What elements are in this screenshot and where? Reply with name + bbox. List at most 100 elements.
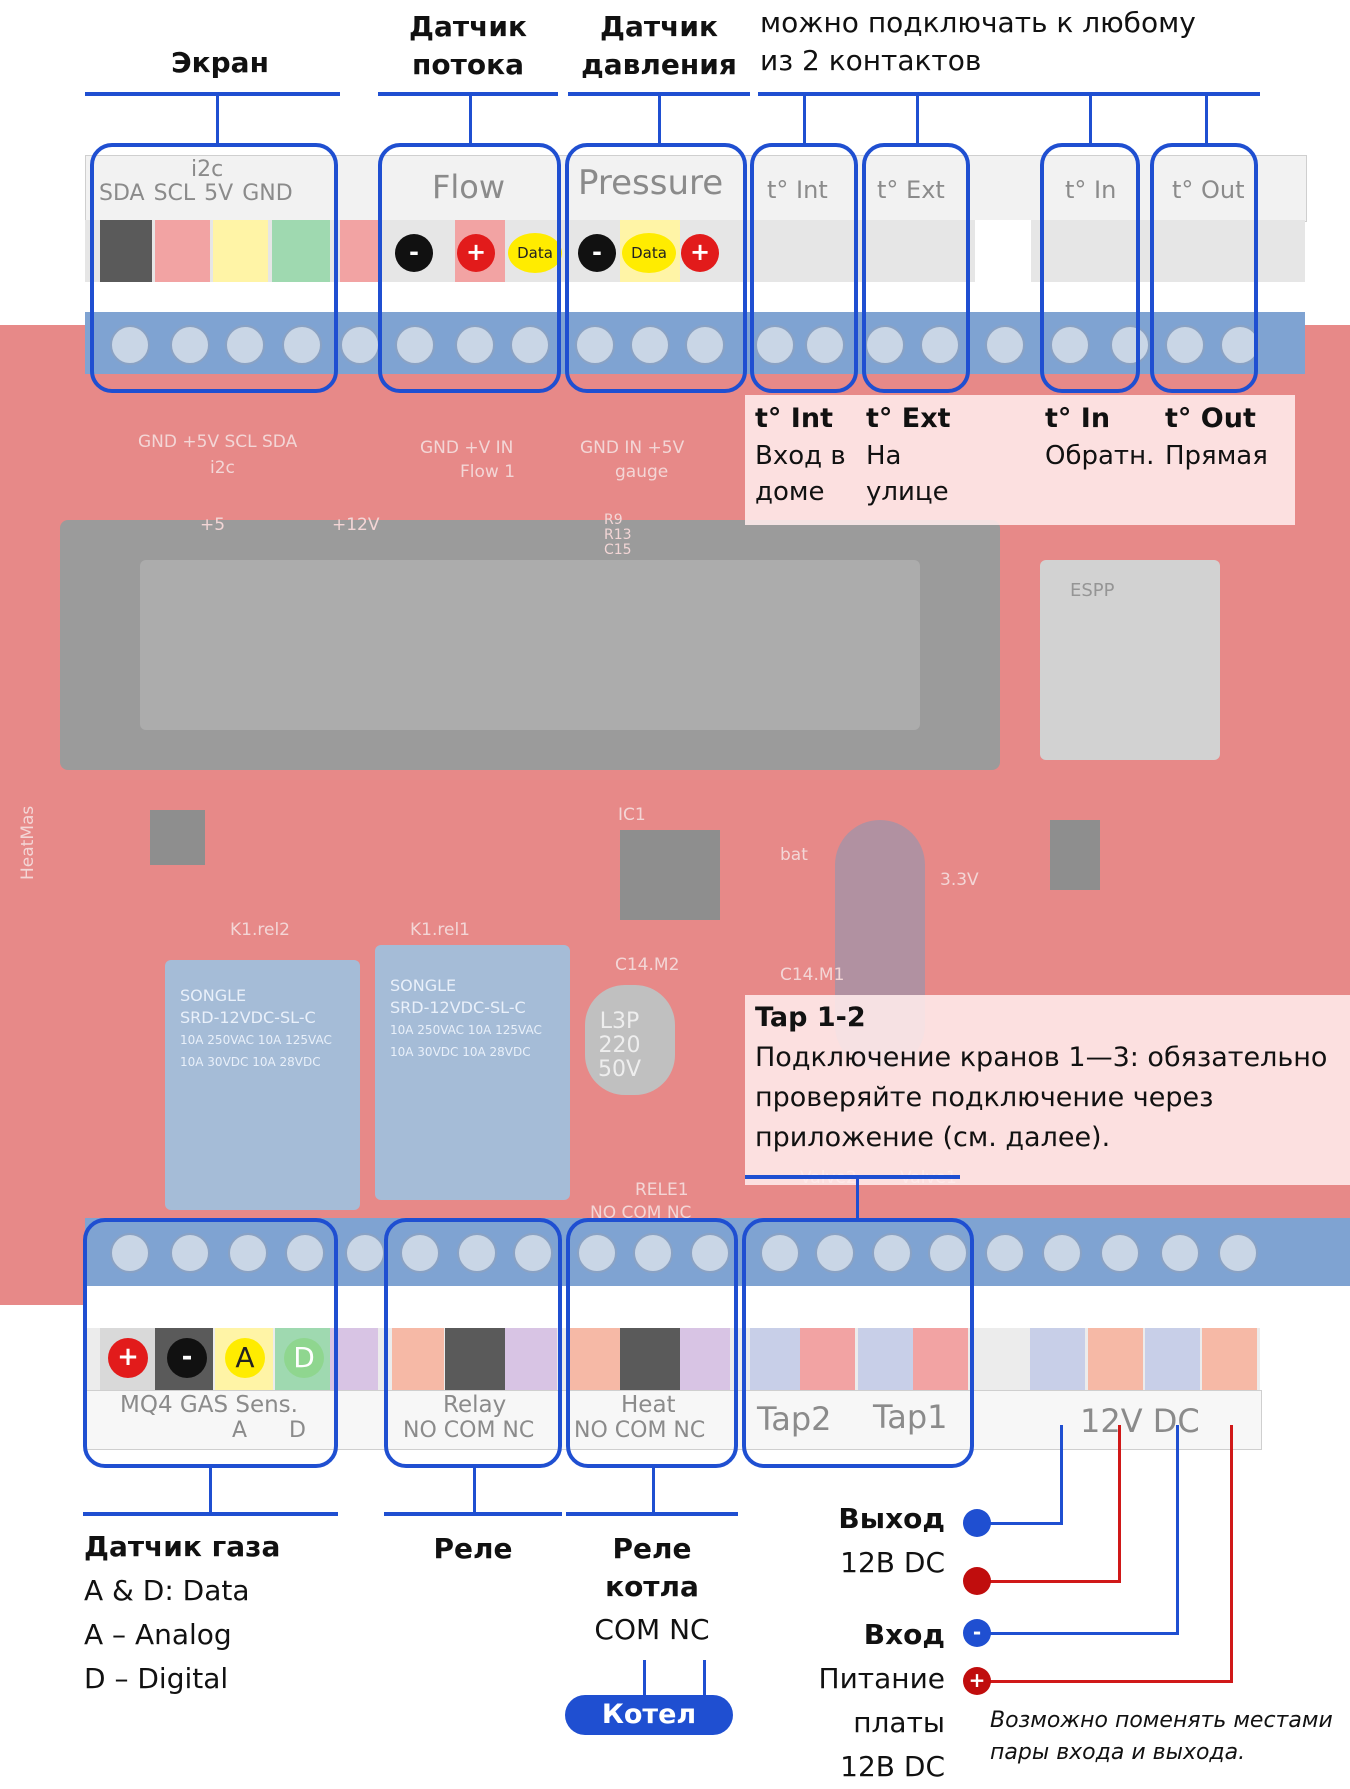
cell-dc-1 xyxy=(1030,1328,1085,1390)
boiler-relay-title: Реле котла xyxy=(566,1530,738,1606)
screw xyxy=(985,1233,1025,1273)
in-line-3: 12В DC xyxy=(740,1745,945,1789)
flow-highlight-box xyxy=(378,143,561,393)
boiler-pins: COM NC xyxy=(566,1610,738,1650)
power-note-1: Возможно поменять местами xyxy=(990,1705,1350,1737)
gas-connector xyxy=(209,1466,212,1514)
power-input-info: Вход Питание платы 12В DC xyxy=(740,1613,945,1789)
relay-header-line xyxy=(384,1512,562,1516)
t-out-desc: Прямая xyxy=(1165,438,1268,474)
temp-note-line2: из 2 контактов xyxy=(760,42,1196,80)
wire-out-minus-h xyxy=(980,1522,1063,1525)
relay-model: SRD-12VDC-SL-C xyxy=(180,1007,350,1029)
t-in-desc: Обратн. xyxy=(1045,438,1154,474)
silk-3v3: 3.3V xyxy=(940,870,979,890)
in-plus-dot: + xyxy=(963,1667,991,1695)
t-ext-title: t° Ext xyxy=(866,400,951,438)
temp-header-line xyxy=(758,92,1260,96)
cell-dc-3 xyxy=(1145,1328,1200,1390)
relay-connector xyxy=(473,1466,476,1514)
t-int-desc-1: Вход в xyxy=(755,438,846,474)
wire-out-plus-v xyxy=(1118,1425,1121,1583)
silk-i2c-row: GND +5V SCL SDA xyxy=(138,432,297,452)
relay-rating-ac: 10A 250VAC 10A 125VAC xyxy=(390,1019,560,1041)
cell-white xyxy=(975,220,1031,282)
out-plus-dot xyxy=(963,1567,991,1595)
silk-k1rel1: K1.rel1 xyxy=(410,920,470,940)
screw xyxy=(985,325,1025,365)
t-out-info: t° Out Прямая xyxy=(1165,400,1268,474)
silk-k1rel2: K1.rel2 xyxy=(230,920,290,940)
screw xyxy=(1100,1233,1140,1273)
silk-r-labels: R9 R13 C15 xyxy=(604,513,632,558)
relay-k1rel1-text: SONGLE SRD-12VDC-SL-C 10A 250VAC 10A 125… xyxy=(390,975,560,1063)
gas-line-1: A & D: Data xyxy=(84,1569,280,1613)
gas-line-3: D – Digital xyxy=(84,1657,280,1701)
silk-gauge-row: GND IN +5V xyxy=(580,438,684,458)
t-in-connector xyxy=(1089,92,1092,144)
tap-header-line xyxy=(745,1175,960,1179)
wire-in-plus-h xyxy=(980,1680,1233,1683)
cap-code: L3P xyxy=(598,1010,641,1034)
boiler-wire-com xyxy=(643,1660,646,1700)
relay-rating-dc: 10A 30VDC 10A 28VDC xyxy=(390,1041,560,1063)
t-int-title: t° Int xyxy=(755,400,846,438)
silk-rele1: RELE1 xyxy=(635,1180,689,1200)
tap-line-3: приложение (см. далее). xyxy=(755,1118,1345,1158)
screen-highlight-box xyxy=(90,143,338,393)
capacitor-text: L3P 220 50V xyxy=(598,1010,641,1082)
screen-connector xyxy=(216,92,219,144)
silk-r13: R13 xyxy=(604,528,632,543)
out-minus-dot xyxy=(963,1509,991,1537)
silk-gauge: gauge xyxy=(615,462,668,482)
wire-in-minus-h xyxy=(980,1632,1179,1635)
in-line-2: платы xyxy=(740,1701,945,1745)
silk-c14m2: C14.M2 xyxy=(615,955,679,975)
temp-note-line1: можно подключать к любому xyxy=(760,4,1196,42)
heat-highlight-box xyxy=(566,1218,738,1468)
t-ext-info: t° Ext На улице xyxy=(866,400,951,510)
boiler-relay-title-2: котла xyxy=(566,1568,738,1606)
wire-in-plus-v xyxy=(1230,1425,1233,1683)
silk-12v: +12V xyxy=(332,515,380,535)
wire-out-minus-v xyxy=(1060,1425,1063,1525)
silk-c15: C15 xyxy=(604,543,632,558)
screw xyxy=(1218,1233,1258,1273)
relay-rating-ac: 10A 250VAC 10A 125VAC xyxy=(180,1029,350,1051)
out-sub: 12В DC xyxy=(740,1541,945,1585)
screw xyxy=(340,325,380,365)
screen-header-line xyxy=(85,92,340,96)
silk-flow-row: GND +V IN xyxy=(420,438,513,458)
gas-line-2: A – Analog xyxy=(84,1613,280,1657)
silk-ic1: IC1 xyxy=(618,805,646,825)
relay-brand: SONGLE xyxy=(180,985,350,1007)
screen-header: Экран xyxy=(100,44,340,82)
relay-brand: SONGLE xyxy=(390,975,560,997)
in-line-1: Питание xyxy=(740,1657,945,1701)
flow-sensor-header: Датчик потока xyxy=(378,8,558,84)
pressure-sensor-header-line1: Датчик xyxy=(568,8,750,46)
tap-info: Tap 1-2 Подключение кранов 1—3: обязател… xyxy=(755,998,1345,1158)
pressure-sensor-header-line2: давления xyxy=(568,46,750,84)
screw xyxy=(1042,1233,1082,1273)
boiler-wire-nc xyxy=(703,1660,706,1700)
t-int-connector xyxy=(803,92,806,144)
gas-highlight-box xyxy=(83,1218,338,1468)
cap-value: 220 xyxy=(598,1034,641,1058)
t-out-connector xyxy=(1205,92,1208,144)
silk-flow: Flow 1 xyxy=(460,462,515,482)
flow-header-line xyxy=(378,92,558,96)
tap-title: Tap 1-2 xyxy=(755,998,1345,1038)
relay-highlight-box xyxy=(384,1218,562,1468)
gas-info: Датчик газа A & D: Data A – Analog D – D… xyxy=(84,1525,280,1701)
flow-connector xyxy=(469,92,472,144)
t-int-info: t° Int Вход в доме xyxy=(755,400,846,510)
pressure-connector xyxy=(658,92,661,144)
gas-title: Датчик газа xyxy=(84,1525,280,1569)
t-ext-desc-2: улице xyxy=(866,474,951,510)
dc-strip-label: 12V DC xyxy=(1080,1402,1200,1440)
t-int-desc-2: доме xyxy=(755,474,846,510)
tap-highlight-box xyxy=(742,1218,974,1468)
tap-line-2: проверяйте подключение через xyxy=(755,1078,1345,1118)
wire-in-minus-v xyxy=(1176,1425,1179,1635)
